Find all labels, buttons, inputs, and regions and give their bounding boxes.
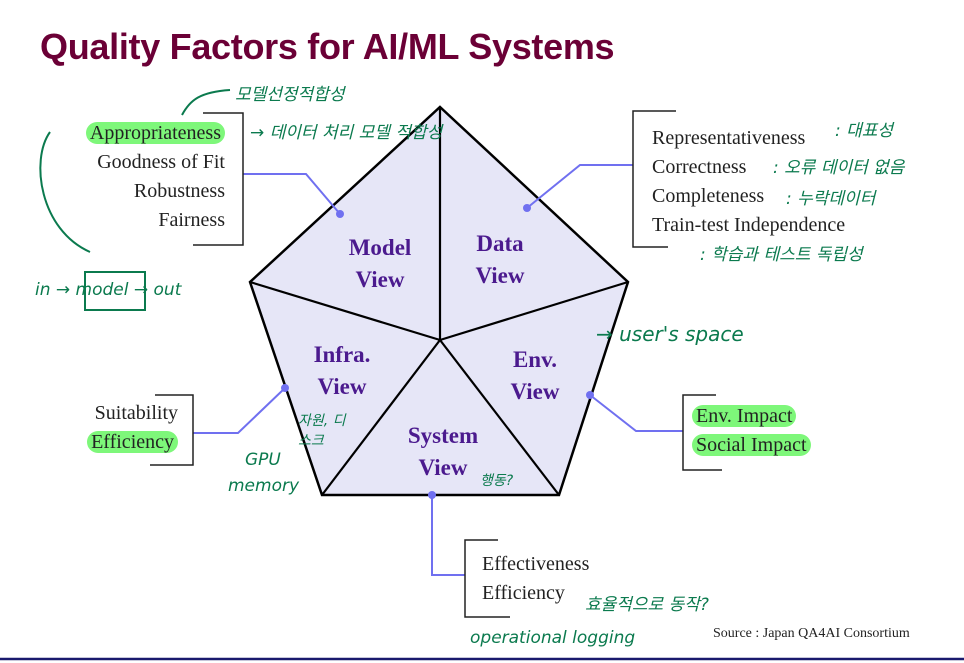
connector-dots [281, 204, 594, 499]
annotation: 자원, 디스크 [298, 413, 346, 449]
annotation: 효율적으로 동작? [585, 595, 709, 615]
model-factor: Appropriateness [85, 122, 225, 144]
data-factors-list: Representativeness Correctness Completen… [652, 124, 845, 240]
system-factor: Efficiency [482, 582, 565, 604]
infra-view-label: Infra.View [313, 342, 371, 399]
annotation: : 학습과 테스트 독립성 [700, 245, 863, 265]
annotation: memory [228, 476, 300, 496]
data-factor: Train-test Independence [652, 214, 846, 236]
env-factor: Env. Impact [692, 405, 797, 427]
handwritten-strokes [39, 89, 231, 311]
data-factor: Completeness [652, 185, 765, 207]
model-factors-list: Appropriateness Goodness of Fit Robustne… [40, 119, 225, 235]
annotation: : 누락데이터 [786, 189, 876, 209]
annotation: operational logging [470, 628, 636, 648]
data-factor: Correctness [652, 156, 747, 178]
brackets [150, 110, 722, 618]
pentagon-dividers [249, 107, 629, 496]
annotation: GPU [245, 450, 281, 470]
annotation: : 오류 데이터 없음 [773, 158, 905, 178]
source-credit: Source : Japan QA4AI Consortium [713, 626, 910, 641]
infra-factors-list: Suitability Efficiency [50, 399, 178, 457]
annotation: 모델선정적합성 [235, 85, 345, 105]
model-factor: Fairness [158, 209, 225, 231]
system-factor: Effectiveness [482, 553, 590, 575]
annotation: 행동? [480, 473, 514, 489]
data-factor: Representativeness [652, 127, 806, 149]
model-factor: Goodness of Fit [97, 151, 225, 173]
model-factor: Robustness [133, 180, 225, 202]
infra-factor: Efficiency [87, 431, 178, 453]
annotation: : 대표성 [835, 121, 894, 141]
env-factor: Social Impact [692, 434, 811, 456]
annotation: → user's space [596, 322, 744, 346]
infra-factor: Suitability [94, 402, 178, 424]
system-factors-list: Effectiveness Efficiency [482, 550, 589, 608]
env-factors-list: Env. Impact Social Impact [692, 402, 811, 460]
slide-title: Quality Factors for AI/ML Systems [40, 26, 615, 67]
annotation: in → model → out [35, 280, 182, 300]
connectors [193, 164, 683, 576]
annotation: → 데이터 처리 모델 적합성 [250, 123, 443, 143]
env-view-label: Env.View [510, 347, 560, 404]
